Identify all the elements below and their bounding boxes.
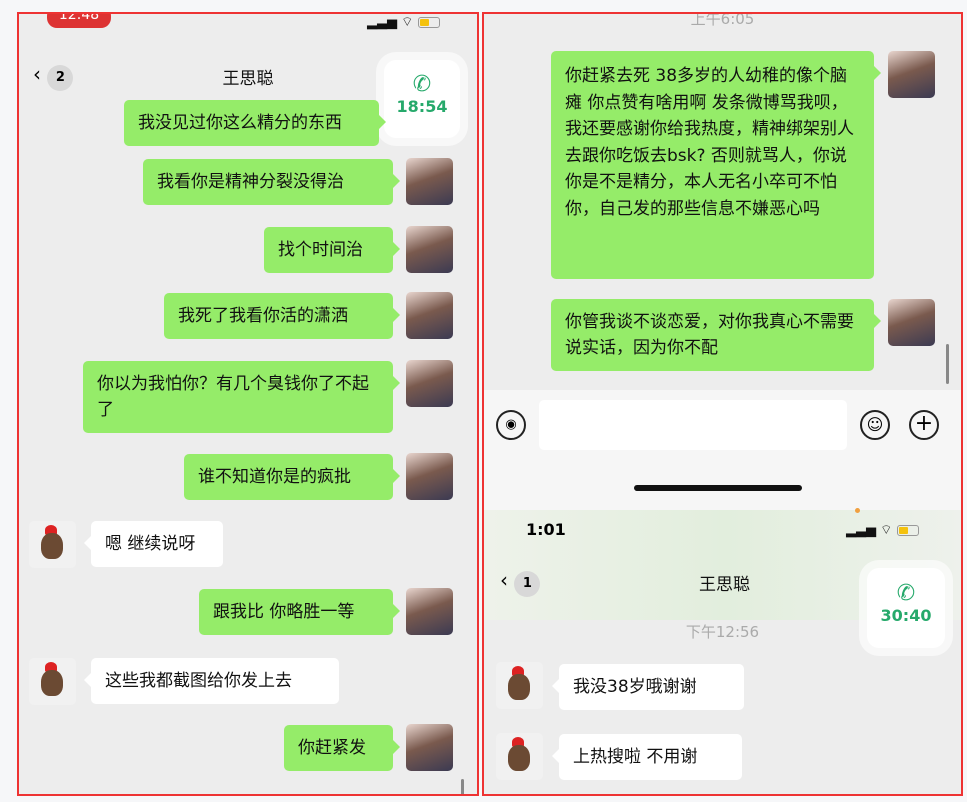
right-screenshot: 上午6:05 你赶紧去死 38多岁的人幼稚的像个脑瘫 你点赞有啥用啊 发条微博骂… [482, 12, 963, 796]
status-time: 1:01 [526, 520, 566, 539]
battery-icon [896, 525, 919, 536]
call-timer: 18:54 [396, 97, 448, 116]
status-icons: ▂▃▅ ⌔ [846, 522, 919, 538]
message-bubble: 我没38岁哦谢谢 [552, 664, 744, 710]
call-floating-window[interactable]: ✆ 18:54 [384, 60, 460, 138]
contact-avatar[interactable] [29, 658, 76, 705]
back-button[interactable]: ‹ 1 [500, 568, 541, 597]
avatar[interactable] [406, 226, 453, 273]
message-bubble: 嗯 继续说呀 [84, 521, 223, 567]
call-floating-window[interactable]: ✆ 30:40 [867, 568, 945, 648]
avatar[interactable] [406, 360, 453, 407]
message-bubble: 谁不知道你是的疯批 [184, 454, 400, 500]
message-bubble: 我死了我看你活的潇洒 [164, 293, 400, 339]
avatar[interactable] [406, 588, 453, 635]
chat-title: 王思聪 [699, 575, 750, 595]
avatar[interactable] [888, 299, 935, 346]
message-bubble: 你管我谈不谈恋爱，对你我真心不需要说实话，因为你不配 [551, 299, 881, 371]
wifi-icon: ⌔ [401, 15, 414, 30]
scrollbar[interactable] [946, 344, 949, 384]
home-indicator [634, 485, 802, 491]
message-bubble: 找个时间治 [264, 227, 400, 273]
timestamp: 下午12:56 [685, 623, 760, 641]
wifi-icon: ⌔ [880, 523, 893, 538]
scrollbar[interactable] [461, 779, 464, 794]
message-input[interactable] [539, 400, 847, 450]
contact-avatar[interactable] [29, 521, 76, 568]
avatar[interactable] [888, 51, 935, 98]
avatar[interactable] [406, 453, 453, 500]
call-timer: 30:40 [880, 606, 932, 625]
input-bar: ◉ ☺ + [484, 390, 961, 510]
message-bubble: 上热搜啦 不用谢 [552, 734, 742, 780]
phone-icon: ✆ [896, 581, 916, 606]
contact-avatar[interactable] [496, 662, 543, 709]
unread-badge: 1 [514, 571, 541, 597]
avatar[interactable] [406, 158, 453, 205]
message-bubble: 你赶紧发 [284, 725, 400, 771]
chat-title: 王思聪 [222, 69, 274, 89]
unread-badge: 2 [47, 65, 74, 91]
voice-icon[interactable]: ◉ [496, 410, 526, 440]
message-bubble: 跟我比 你略胜一等 [199, 589, 400, 635]
message-bubble: 我看你是精神分裂没得治 [143, 159, 400, 205]
plus-icon[interactable]: + [909, 410, 939, 440]
contact-avatar[interactable] [496, 733, 543, 780]
message-bubble: 这些我都截图给你发上去 [84, 658, 339, 704]
privacy-dot [855, 508, 860, 513]
message-bubble: 你赶紧去死 38多岁的人幼稚的像个脑瘫 你点赞有啥用啊 发条微博骂我呗，我还要感… [551, 51, 881, 279]
timestamp: 上午6:05 [690, 12, 755, 28]
left-screenshot: 12:48 ▂▃▅ ⌔ ‹ 2 王思聪 ✆ 18:54 我没见过你这么精分的东西… [17, 12, 479, 796]
emoji-icon[interactable]: ☺ [860, 410, 890, 440]
phone-icon: ✆ [412, 72, 432, 97]
back-button[interactable]: ‹ 2 [33, 62, 74, 91]
avatar[interactable] [406, 724, 453, 771]
message-bubble: 你以为我怕你？有几个臭钱你了不起了 [83, 361, 400, 433]
avatar[interactable] [406, 292, 453, 339]
status-icons: ▂▃▅ ⌔ [367, 14, 440, 30]
battery-icon [417, 17, 440, 28]
status-time: 12:48 [47, 14, 111, 28]
message-bubble: 我没见过你这么精分的东西 [124, 100, 386, 146]
